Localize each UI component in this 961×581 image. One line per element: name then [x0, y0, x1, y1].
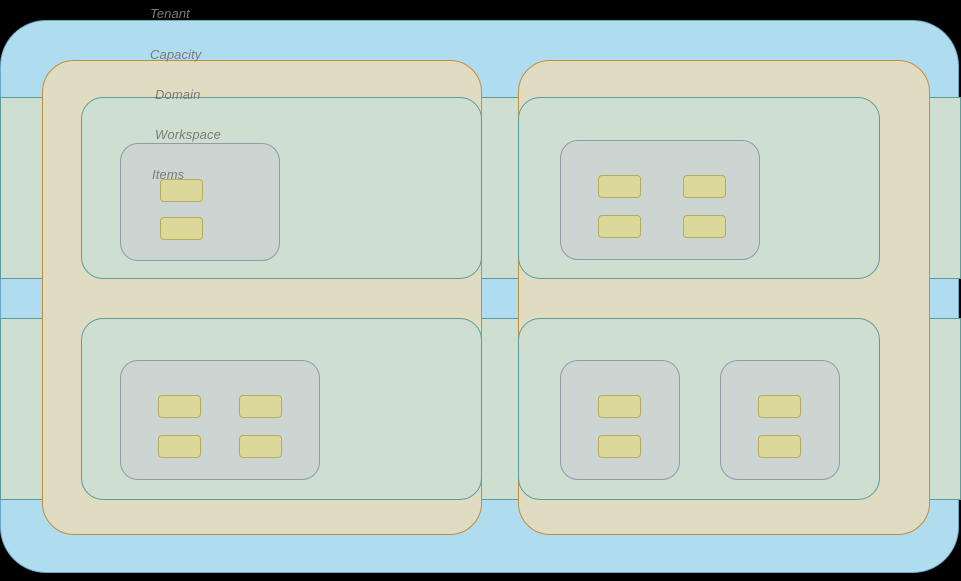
item-box[interactable]: [598, 175, 641, 198]
label-workspace: Workspace: [155, 127, 221, 142]
item-box[interactable]: [239, 435, 282, 458]
item-box[interactable]: [598, 395, 641, 418]
workspace-bottom-left-1[interactable]: [120, 360, 320, 480]
workspace-bottom-right-2[interactable]: [720, 360, 840, 480]
workspace-bottom-right-1[interactable]: [560, 360, 680, 480]
label-items: Items: [152, 167, 185, 182]
item-box[interactable]: [598, 215, 641, 238]
label-domain: Domain: [155, 87, 201, 102]
workspace-top-right-1[interactable]: [560, 140, 760, 260]
item-box[interactable]: [158, 435, 201, 458]
item-box[interactable]: [758, 395, 801, 418]
item-box[interactable]: [758, 435, 801, 458]
item-box[interactable]: [239, 395, 282, 418]
label-tenant: Tenant: [150, 6, 190, 21]
item-box[interactable]: [683, 215, 726, 238]
item-box[interactable]: [683, 175, 726, 198]
label-capacity: Capacity: [150, 47, 202, 62]
item-box[interactable]: [158, 395, 201, 418]
item-box[interactable]: [598, 435, 641, 458]
item-box[interactable]: [160, 217, 203, 240]
workspace-top-left-1[interactable]: [120, 143, 280, 261]
item-box[interactable]: [160, 179, 203, 202]
